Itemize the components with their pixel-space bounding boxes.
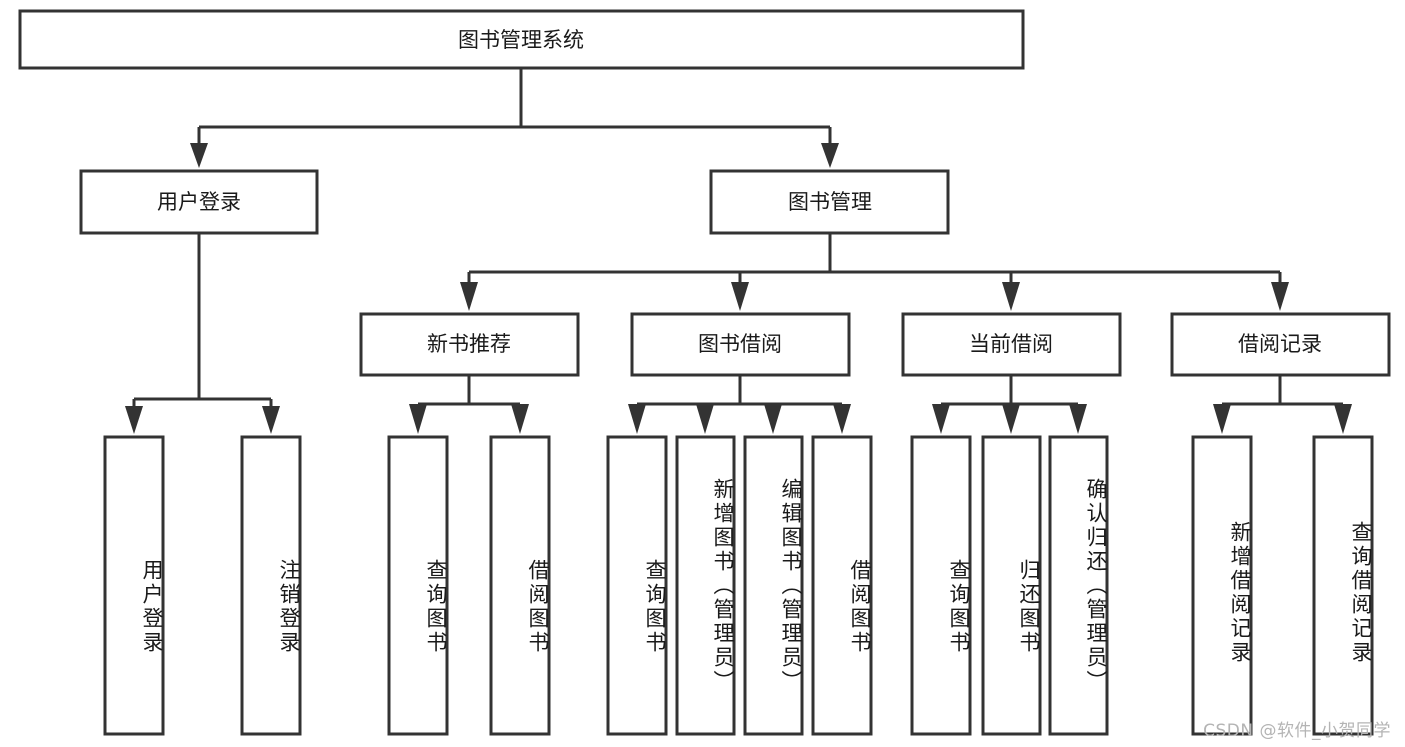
arrow-head-bookmgmt-3 xyxy=(1271,282,1289,311)
arrow-head-currentborrow-2 xyxy=(1069,404,1087,434)
arrow-head-bookborrow-0 xyxy=(628,404,646,434)
node-user-login-box[interactable] xyxy=(79,169,319,235)
node-book-borrow[interactable]: 图书借阅 xyxy=(630,312,851,377)
connector-group-current-borrow xyxy=(932,375,1087,434)
arrow-head-borrowrec-1 xyxy=(1334,404,1352,434)
arrow-head-bookborrow-3 xyxy=(833,404,851,434)
arrow-head-bookmgmt-1 xyxy=(731,282,749,311)
connector-group-new-book xyxy=(409,375,529,434)
watermark-text: CSDN @软件_小贺同学 xyxy=(1203,721,1391,741)
node-leaf-borrow-books-1-box[interactable] xyxy=(489,435,551,736)
node-borrow-records-label: 借阅记录 xyxy=(1238,332,1322,356)
node-book-borrow-label: 图书借阅 xyxy=(698,332,782,356)
node-book-borrow-box[interactable] xyxy=(630,312,851,377)
node-root-system-box[interactable] xyxy=(18,9,1025,70)
node-leaf-confirm-return-box[interactable] xyxy=(1048,435,1109,736)
node-leaf-add-book-box[interactable] xyxy=(675,435,736,736)
arrow-head-bookmgmt-0 xyxy=(460,282,478,311)
node-book-management-box[interactable] xyxy=(709,169,950,235)
node-new-book-recommend-label: 新书推荐 xyxy=(427,332,511,356)
node-book-management-label: 图书管理 xyxy=(788,190,872,214)
arrow-head-newbook-0 xyxy=(409,404,427,434)
arrow-head-root-1 xyxy=(821,143,839,168)
node-leaf-edit-book-box[interactable] xyxy=(743,435,804,736)
arrow-head-borrowrec-0 xyxy=(1213,404,1231,434)
node-leaf-user-login-box[interactable] xyxy=(103,435,165,736)
connector-group-book-borrow xyxy=(628,375,851,434)
node-root-system[interactable]: 图书管理系统 xyxy=(18,9,1025,70)
node-root-system-label: 图书管理系统 xyxy=(458,28,584,52)
node-leaf-query-books-3-box[interactable] xyxy=(910,435,972,736)
node-leaf-add-record-box[interactable] xyxy=(1191,435,1253,736)
node-new-book-recommend[interactable]: 新书推荐 xyxy=(359,312,580,377)
arrow-head-bookborrow-2 xyxy=(764,404,782,434)
connector-group-borrow-records xyxy=(1213,375,1352,434)
arrow-head-currentborrow-0 xyxy=(932,404,950,434)
connector-group-root xyxy=(190,68,839,168)
arrow-head-userlogin-0 xyxy=(125,406,143,434)
connector-group-user-login xyxy=(125,233,280,434)
node-borrow-records[interactable]: 借阅记录 xyxy=(1170,312,1391,377)
node-user-login-label: 用户登录 xyxy=(157,190,241,214)
arrow-head-userlogin-1 xyxy=(262,406,280,434)
arrow-head-bookmgmt-2 xyxy=(1002,282,1020,311)
node-current-borrow-label: 当前借阅 xyxy=(969,332,1053,356)
node-borrow-records-box[interactable] xyxy=(1170,312,1391,377)
arrow-head-currentborrow-1 xyxy=(1002,404,1020,434)
node-leaf-borrow-books-2-box[interactable] xyxy=(811,435,873,736)
arrow-head-root-0 xyxy=(190,143,208,168)
arrow-head-bookborrow-1 xyxy=(696,404,714,434)
node-new-book-recommend-box[interactable] xyxy=(359,312,580,377)
node-leaf-logout-box[interactable] xyxy=(240,435,302,736)
node-leaf-query-books-1-box[interactable] xyxy=(387,435,449,736)
node-leaf-query-record-box[interactable] xyxy=(1312,435,1374,736)
node-user-login[interactable]: 用户登录 xyxy=(79,169,319,235)
node-leaf-return-book-box[interactable] xyxy=(981,435,1042,736)
node-current-borrow-box[interactable] xyxy=(901,312,1122,377)
connector-group-book-management xyxy=(460,233,1289,311)
node-leaf-query-books-2-box[interactable] xyxy=(606,435,668,736)
node-book-management[interactable]: 图书管理 xyxy=(709,169,950,235)
arrow-head-newbook-1 xyxy=(511,404,529,434)
node-current-borrow[interactable]: 当前借阅 xyxy=(901,312,1122,377)
